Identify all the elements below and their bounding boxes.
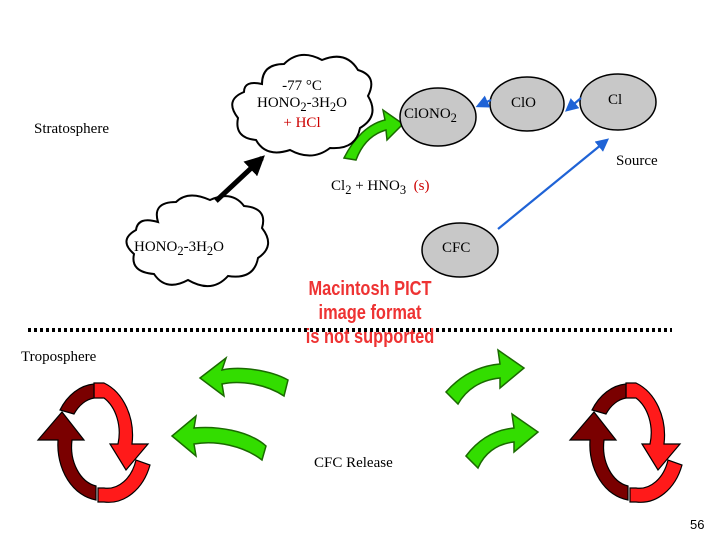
cloud-bottom-hydrate: HONO2-3H2O — [134, 239, 225, 258]
blue-arrow-cfc-to-cl — [497, 138, 610, 230]
cycle-left — [36, 382, 151, 503]
cycle-right-red-bottom — [629, 459, 683, 503]
cycle-left-red — [93, 382, 150, 472]
reaction-products: Cl2 + HNO3 (s) — [331, 178, 430, 197]
label-troposphere: Troposphere — [21, 349, 97, 365]
label-cl: Cl — [608, 92, 623, 108]
label-cfc: CFC — [442, 240, 471, 256]
cloud-top-text: -77 °C HONO2-3H2O + HCl — [232, 78, 372, 132]
ellipse-clono2 — [399, 87, 477, 147]
cycle-left-red-bottom — [97, 459, 151, 503]
page-number: 56 — [690, 517, 705, 532]
cycle-right-dark-top — [591, 383, 627, 415]
label-clono2: ClONO2 — [404, 106, 457, 125]
label-source: Source — [616, 153, 658, 169]
cycle-right — [568, 382, 683, 503]
blue-arrow-cl-to-clo — [564, 97, 582, 112]
blue-arrow-clo-to-clono2 — [475, 95, 492, 108]
label-stratosphere: Stratosphere — [34, 121, 109, 137]
cycle-left-dark — [36, 411, 97, 501]
cloud-top-hydrate: HONO2-3H2O — [256, 95, 347, 115]
black-arrow-up — [214, 155, 265, 203]
reaction-solid: (s) — [413, 178, 430, 194]
cycle-right-dark — [568, 411, 629, 501]
ellipse-cfc — [421, 222, 499, 278]
label-cfc-release: CFC Release — [314, 455, 393, 471]
pict-placeholder: Macintosh PICT image format is not suppo… — [305, 278, 435, 348]
green-arrow-right-upper — [444, 348, 526, 406]
label-clo: ClO — [511, 95, 537, 111]
cloud-top-hcl: + HCl — [283, 114, 321, 131]
cloud-top — [231, 53, 374, 157]
green-arrow-left-lower — [170, 414, 267, 462]
cycle-left-dark-top — [59, 383, 95, 415]
cloud-top-temperature: -77 °C — [282, 78, 322, 94]
green-arrow-right-lower — [465, 412, 540, 470]
cycle-right-red — [625, 382, 682, 472]
green-arrow-left-upper — [198, 355, 289, 398]
ellipse-cl — [579, 73, 657, 131]
cloud-bottom — [125, 194, 269, 287]
